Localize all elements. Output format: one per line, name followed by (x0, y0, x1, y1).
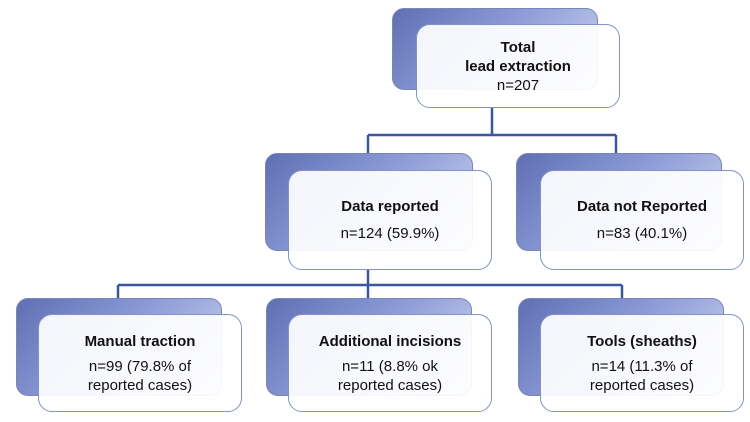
node-title: Data reported (341, 198, 439, 215)
node-box: Data not Reported n=83 (40.1%) (540, 170, 744, 270)
node-count: n=124 (59.9%) (340, 225, 440, 242)
node-title: Tools (sheaths) (587, 332, 697, 350)
node-box: Additional incisions n=11 (8.8% ok repor… (288, 314, 492, 412)
node-title-line1: Total (500, 38, 536, 56)
node-count: n=207 (496, 76, 540, 94)
node-box: Tools (sheaths) n=14 (11.3% of reported … (540, 314, 744, 412)
node-title-line2: lead extraction (465, 57, 571, 75)
node-detail-line2: reported cases) (337, 376, 443, 394)
node-detail-line2: reported cases) (87, 376, 193, 394)
node-count: n=83 (40.1%) (596, 225, 688, 242)
node-title: Additional incisions (318, 332, 462, 350)
node-box: Total lead extraction n=207 (416, 24, 620, 108)
node-box: Manual traction n=99 (79.8% of reported … (38, 314, 242, 412)
node-box: Data reported n=124 (59.9%) (288, 170, 492, 270)
node-detail-line1: n=11 (8.8% ok (341, 357, 439, 375)
node-detail-line2: reported cases) (589, 376, 695, 394)
node-title: Data not Reported (576, 198, 707, 215)
node-detail-line1: n=14 (11.3% of (591, 357, 693, 375)
node-title: Manual traction (84, 332, 196, 350)
node-detail-line1: n=99 (79.8% of (88, 357, 192, 375)
